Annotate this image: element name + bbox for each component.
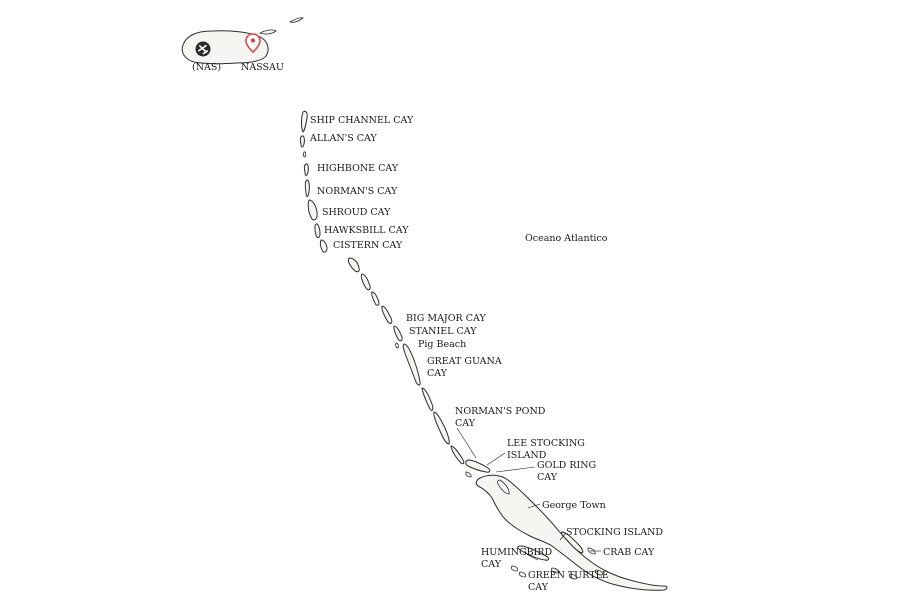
label-stocking-island: STOCKING ISLAND	[566, 527, 663, 538]
label-green-turtle-1: GREEN TURTLE	[528, 570, 609, 581]
label-lee-stocking-2: ISLAND	[507, 450, 547, 461]
map-pin-icon[interactable]	[245, 33, 261, 54]
label-lee-stocking-1: LEE STOCKING	[507, 438, 585, 449]
label-green-turtle-2: CAY	[528, 582, 549, 593]
label-cistern-cay: CISTERN CAY	[333, 240, 403, 251]
label-normans-pond-1: NORMAN'S POND	[455, 406, 546, 417]
exuma-cays-chain	[299, 110, 668, 591]
label-great-guana-2: CAY	[427, 368, 448, 379]
label-gold-ring-1: GOLD RING	[537, 460, 596, 471]
label-great-guana-1: GREAT GUANA	[427, 356, 502, 367]
label-ocean: Oceano Atlantico	[525, 233, 608, 244]
label-staniel-cay: STANIEL CAY	[409, 326, 477, 337]
label-shroud-cay: SHROUD CAY	[322, 207, 391, 218]
place-labels: (NAS) NASSAU SHIP CHANNEL CAY ALLAN'S CA…	[192, 62, 663, 593]
label-normans-pond-2: CAY	[455, 418, 476, 429]
label-big-major-cay: BIG MAJOR CAY	[406, 313, 486, 324]
label-crab-cay: CRAB CAY	[603, 547, 655, 558]
leader-lines	[456, 427, 601, 573]
new-providence-island	[181, 17, 304, 65]
label-gold-ring-2: CAY	[537, 472, 558, 483]
label-airport: (NAS)	[192, 62, 221, 73]
label-allans-cay: ALLAN'S CAY	[309, 133, 378, 144]
label-pig-beach: Pig Beach	[418, 339, 466, 350]
label-highbone-cay: HIGHBONE CAY	[317, 163, 399, 174]
airplane-icon	[195, 41, 211, 57]
label-humingbird-1: HUMINGBIRD	[481, 547, 553, 558]
label-george-town: George Town	[542, 500, 606, 511]
label-ship-channel-cay: SHIP CHANNEL CAY	[310, 115, 414, 126]
label-nassau: NASSAU	[241, 62, 284, 73]
label-humingbird-2: CAY	[481, 559, 502, 570]
label-normans-cay: NORMAN'S CAY	[317, 186, 398, 197]
label-hawksbill-cay: HAWKSBILL CAY	[324, 225, 409, 236]
